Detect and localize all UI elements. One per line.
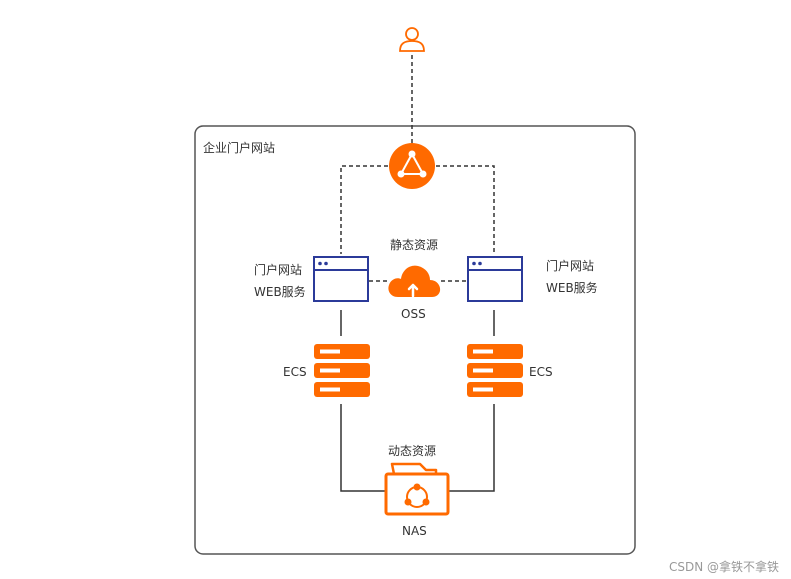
- ecs-left-server-stack-icon: [314, 344, 370, 397]
- user-icon: [399, 27, 425, 52]
- nas-caption: 动态资源: [388, 444, 437, 458]
- web-left-label-line1: 门户网站: [254, 263, 303, 277]
- nas-label: NAS: [402, 524, 427, 538]
- enterprise-portal-frame: [194, 125, 636, 555]
- dashed-connectors: [340, 55, 495, 282]
- ecs-right-to-nas-line: [448, 404, 495, 492]
- oss-label: OSS: [401, 307, 426, 321]
- oss-cloud-upload-icon: [388, 265, 441, 298]
- ecs-left-to-nas-line: [340, 404, 386, 492]
- web-right-label-line2: WEB服务: [546, 281, 598, 295]
- slb-to-web-right-line: [436, 165, 495, 254]
- slb-to-web-left-line: [340, 165, 388, 254]
- web-left-browser-window-icon: [313, 256, 369, 302]
- solid-connectors: [340, 310, 495, 492]
- web-left-label-line2: WEB服务: [254, 285, 306, 299]
- web-right-browser-window-icon: [467, 256, 523, 302]
- ecs-left-label: ECS: [283, 365, 307, 379]
- frame-title: 企业门户网站: [203, 141, 276, 155]
- ecs-right-server-stack-icon: [467, 344, 523, 397]
- oss-caption: 静态资源: [390, 238, 439, 252]
- watermark: CSDN @拿铁不拿铁: [668, 560, 779, 574]
- ecs-right-label: ECS: [529, 365, 553, 379]
- slb-icon: [389, 143, 435, 189]
- nas-folder-share-icon: [384, 462, 450, 516]
- web-right-label-line1: 门户网站: [546, 259, 595, 273]
